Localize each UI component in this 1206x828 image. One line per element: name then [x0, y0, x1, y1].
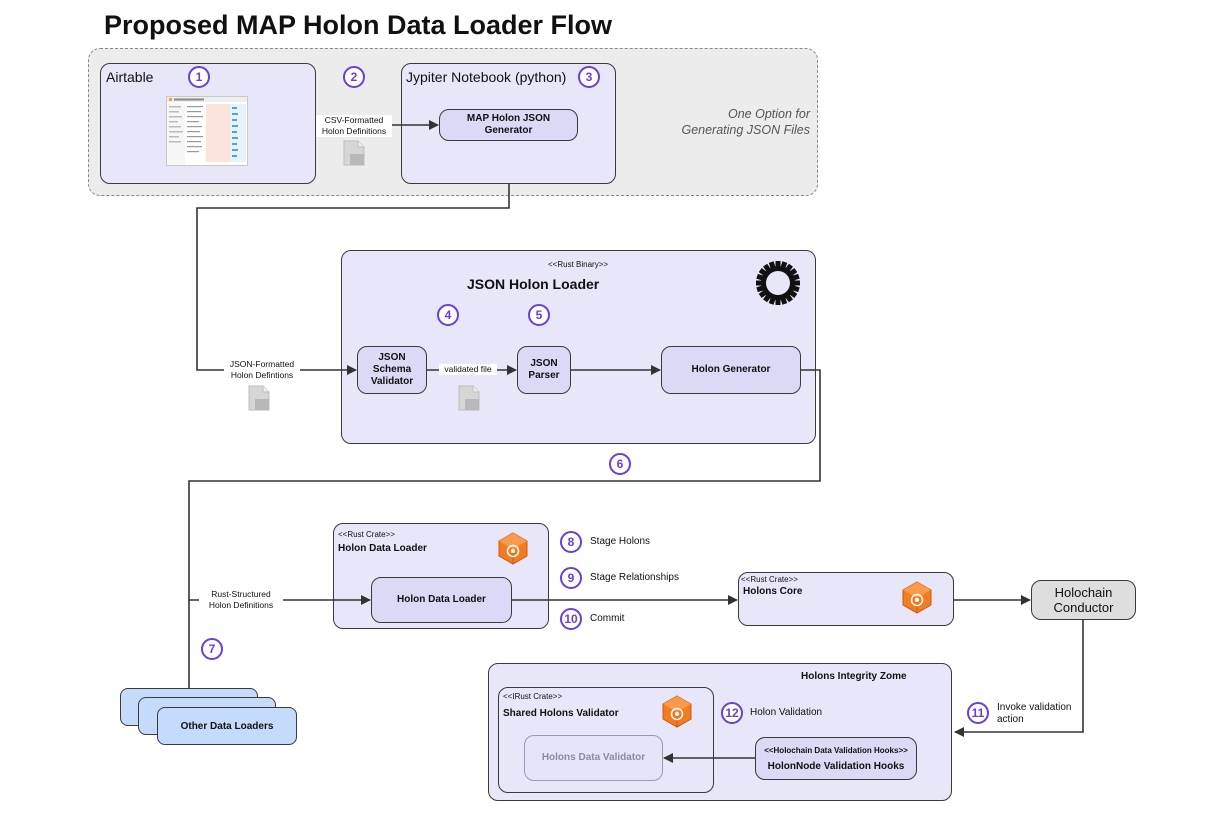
rust-structured-edge-line	[188, 369, 821, 605]
step-9-label: Stage Relationships	[590, 572, 679, 583]
step-badge-2: 2	[343, 66, 365, 88]
integrity-zome-label: Holons Integrity Zome	[801, 671, 907, 682]
rust-crate-icon	[662, 695, 692, 728]
holonnode-validation-hooks[interactable]: <<Holochain Data Validation Hooks>> Holo…	[755, 737, 917, 780]
csv-edge-line2: Holon Definitions	[321, 126, 387, 136]
step-badge-10: 10	[560, 608, 582, 630]
document-icon	[248, 385, 270, 411]
rust-edge-line2: Holon Definitions	[208, 600, 274, 610]
step-8-label: Stage Holons	[590, 536, 651, 547]
rust-edge-label: Rust-Structured Holon Definitions	[199, 589, 283, 611]
parser-line2: Parser	[528, 370, 560, 381]
validator-line1: JSON	[378, 352, 406, 363]
step-11-line1: Invoke validation	[997, 702, 1072, 713]
option-note-line1: One Option for	[728, 107, 810, 121]
step-12-label: Holon Validation	[750, 707, 823, 718]
json-loader-label: JSON Holon Loader	[467, 276, 600, 292]
holon-data-loader-label: Holon Data Loader	[338, 543, 427, 554]
rust-crate-icon	[902, 581, 932, 614]
option-note-line2: Generating JSON Files	[681, 123, 810, 137]
step-badge-1: 1	[188, 66, 210, 88]
validator-line3: Validator	[370, 376, 414, 387]
parser-line1: JSON	[530, 358, 558, 369]
step-badge-11: 11	[967, 702, 989, 724]
json-edge-line1: JSON-Formatted	[229, 359, 295, 369]
gear-icon	[756, 261, 800, 305]
holon-generator[interactable]: Holon Generator	[661, 346, 801, 394]
step-badge-12: 12	[721, 702, 743, 724]
map-holon-json-generator[interactable]: MAP Holon JSON Generator	[439, 109, 578, 141]
shared-validator-stereotype: <<IRust Crate>>	[503, 692, 563, 701]
hooks-stereotype: <<Holochain Data Validation Hooks>>	[764, 745, 908, 755]
step-badge-9: 9	[560, 567, 582, 589]
json-loader-stereotype: <<Rust Binary>>	[548, 260, 609, 269]
conductor-line2: Conductor	[1053, 600, 1114, 615]
jupyter-label: Jypiter Notebook (python)	[406, 69, 567, 85]
json-file-edge-line	[196, 184, 510, 375]
other-data-loaders[interactable]: Other Data Loaders	[157, 707, 297, 745]
step-10-label: Commit	[590, 613, 625, 624]
json-schema-validator[interactable]: JSON Schema Validator	[357, 346, 427, 394]
conductor-to-zome-line	[954, 620, 1084, 737]
step-badge-8: 8	[560, 531, 582, 553]
conductor-line1: Holochain	[1054, 585, 1113, 600]
generator-line1: MAP Holon JSON	[466, 113, 551, 124]
csv-edge-label: CSV-Formatted Holon Definitions	[316, 115, 392, 137]
shared-validator-label: Shared Holons Validator	[503, 708, 619, 719]
holon-data-loader-inner[interactable]: Holon Data Loader	[371, 577, 512, 623]
option-note: One Option for Generating JSON Files	[640, 106, 810, 138]
step-11-label: Invoke validation action	[997, 702, 1072, 726]
step-badge-7: 7	[201, 638, 223, 660]
validated-file-label: validated file	[439, 364, 497, 375]
holochain-conductor[interactable]: Holochain Conductor	[1031, 580, 1136, 620]
airtable-screenshot-thumbnail	[166, 96, 248, 166]
hooks-label: HolonNode Validation Hooks	[767, 760, 905, 772]
document-icon	[343, 140, 365, 166]
json-edge-line2: Holon Defintions	[230, 370, 294, 380]
step-badge-5: 5	[528, 304, 550, 326]
step-11-line2: action	[997, 714, 1024, 725]
validator-line2: Schema	[372, 364, 412, 375]
holons-core-label: Holons Core	[743, 586, 803, 597]
step-badge-6: 6	[609, 453, 631, 475]
generator-line2: Generator	[484, 125, 533, 136]
holons-core-box[interactable]	[738, 572, 954, 626]
holon-data-loader-stereotype: <<Rust Crate>>	[338, 530, 395, 539]
rust-crate-icon	[498, 532, 528, 565]
page-title: Proposed MAP Holon Data Loader Flow	[104, 10, 613, 40]
csv-edge-line1: CSV-Formatted	[324, 115, 384, 125]
airtable-label: Airtable	[106, 69, 154, 85]
step-badge-3: 3	[578, 66, 600, 88]
json-parser[interactable]: JSON Parser	[517, 346, 571, 394]
holons-core-stereotype: <<Rust Crate>>	[741, 575, 798, 584]
holons-data-validator[interactable]: Holons Data Validator	[524, 735, 663, 781]
rust-edge-line1: Rust-Structured	[211, 589, 271, 599]
document-icon	[458, 385, 480, 411]
json-edge-label: JSON-Formatted Holon Defintions	[224, 359, 300, 381]
step-badge-4: 4	[437, 304, 459, 326]
